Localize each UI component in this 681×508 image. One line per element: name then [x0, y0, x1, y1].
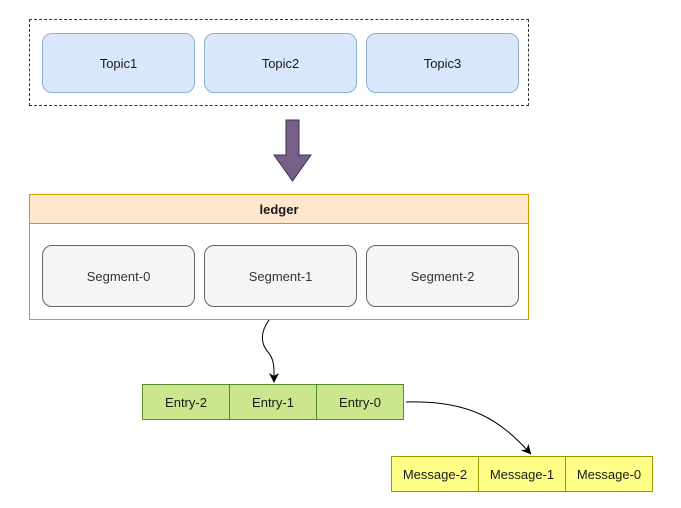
segment-box-0: Segment-0	[42, 245, 195, 307]
entry-cell-0: Entry-0	[316, 384, 404, 420]
topic-box-2: Topic2	[204, 33, 357, 93]
down-arrow-icon	[273, 119, 312, 182]
ledger-title: ledger	[259, 201, 299, 217]
message-label-0: Message-0	[576, 466, 642, 482]
message-label-2: Message-2	[402, 466, 468, 482]
entry-cell-2: Entry-2	[142, 384, 230, 420]
message-label-1: Message-1	[489, 466, 555, 482]
segment-label-1: Segment-1	[248, 268, 313, 284]
segment-label-0: Segment-0	[86, 268, 151, 284]
entry-label-1: Entry-1	[252, 394, 294, 410]
entry-label-2: Entry-2	[165, 394, 207, 410]
topic-label-2: Topic2	[261, 55, 300, 71]
entry-to-message-connector	[405, 401, 532, 455]
topic-label-1: Topic1	[99, 55, 138, 71]
message-cell-2: Message-2	[391, 456, 479, 492]
segment-label-2: Segment-2	[410, 268, 475, 284]
entry-label-0: Entry-0	[339, 394, 381, 410]
message-cell-1: Message-1	[478, 456, 566, 492]
entry-cell-1: Entry-1	[229, 384, 317, 420]
segment-box-1: Segment-1	[204, 245, 357, 307]
ledger-header: ledger	[29, 194, 529, 224]
topic-box-3: Topic3	[366, 33, 519, 93]
topic-box-1: Topic1	[42, 33, 195, 93]
message-cell-0: Message-0	[565, 456, 653, 492]
segment-box-2: Segment-2	[366, 245, 519, 307]
topic-label-3: Topic3	[423, 55, 462, 71]
topics-group-frame	[29, 19, 529, 106]
